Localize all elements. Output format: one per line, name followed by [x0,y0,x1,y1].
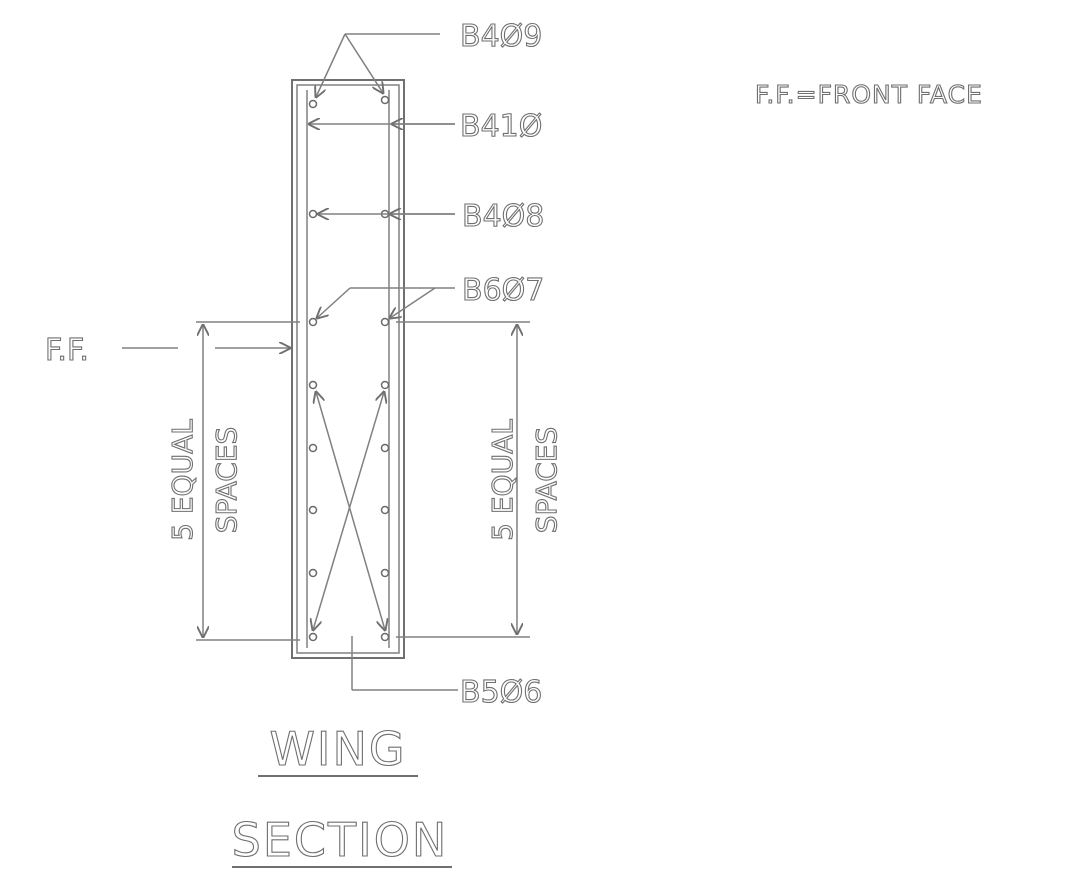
bar-dot [308,568,318,578]
bar-dot [380,568,390,578]
wall-outline [291,79,405,659]
title-line2: SECTION [232,813,449,867]
label-ff: F.F. [45,333,89,368]
left-dim-line2: SPACES [210,427,243,534]
label-b506: B5Ø6 [460,675,542,710]
b506-leader [351,636,458,691]
bar-dot [380,380,390,390]
right-dim-line1: 5 EQUAL [486,419,519,541]
bar-dot [380,95,390,105]
bar-dot [380,443,390,453]
legend-front-face: F.F.=FRONT FACE [755,80,983,109]
bar-dot [308,443,318,453]
title-line1: WING [269,722,406,776]
label-b409: B4Ø9 [460,19,542,54]
bar-dot [308,209,318,219]
right-bars [380,95,390,642]
left-dim-line1: 5 EQUAL [166,419,199,541]
bar-dot [308,380,318,390]
right-dim-line2: SPACES [530,427,563,534]
label-b410: B41Ø [460,109,542,144]
left-dimension-text: 5 EQUAL SPACES [165,418,243,541]
b607-leader [317,287,455,318]
b409-leader [316,33,440,97]
left-dimension [196,321,300,641]
label-b408: B4Ø8 [462,199,544,234]
bar-dot [380,632,390,642]
right-dimension-text: 5 EQUAL SPACES [485,418,563,541]
bar-dot [308,632,318,642]
left-bars [308,99,318,642]
bar-dot [308,317,318,327]
label-b607: B6Ø7 [462,273,544,308]
bar-dot [308,505,318,515]
right-dimension [396,321,530,638]
crossing-ties [313,392,385,630]
wall-inner-outline [296,84,400,654]
bar-dot [308,99,318,109]
bar-dot [380,317,390,327]
bar-dot [380,505,390,515]
